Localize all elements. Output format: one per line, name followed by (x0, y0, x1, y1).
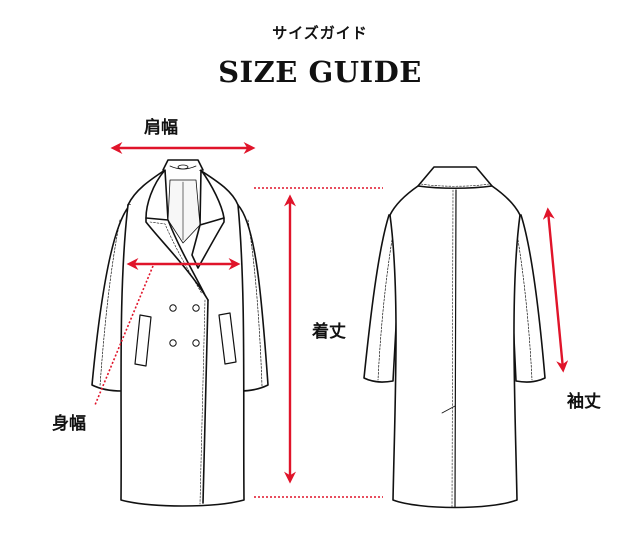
body-width-leader-line (94, 265, 154, 406)
label-shoulder-width: 肩幅 (144, 118, 178, 138)
label-sleeve-length: 袖丈 (567, 392, 601, 412)
coat-back-view (363, 166, 546, 509)
coat-front-view (91, 159, 269, 507)
measure-sleeve-length (542, 207, 569, 373)
subtitle-japanese: サイズガイド (272, 24, 368, 42)
label-body-width: 身幅 (52, 414, 86, 434)
label-total-length: 着丈 (312, 322, 346, 342)
page-title: SIZE GUIDE (218, 55, 422, 89)
